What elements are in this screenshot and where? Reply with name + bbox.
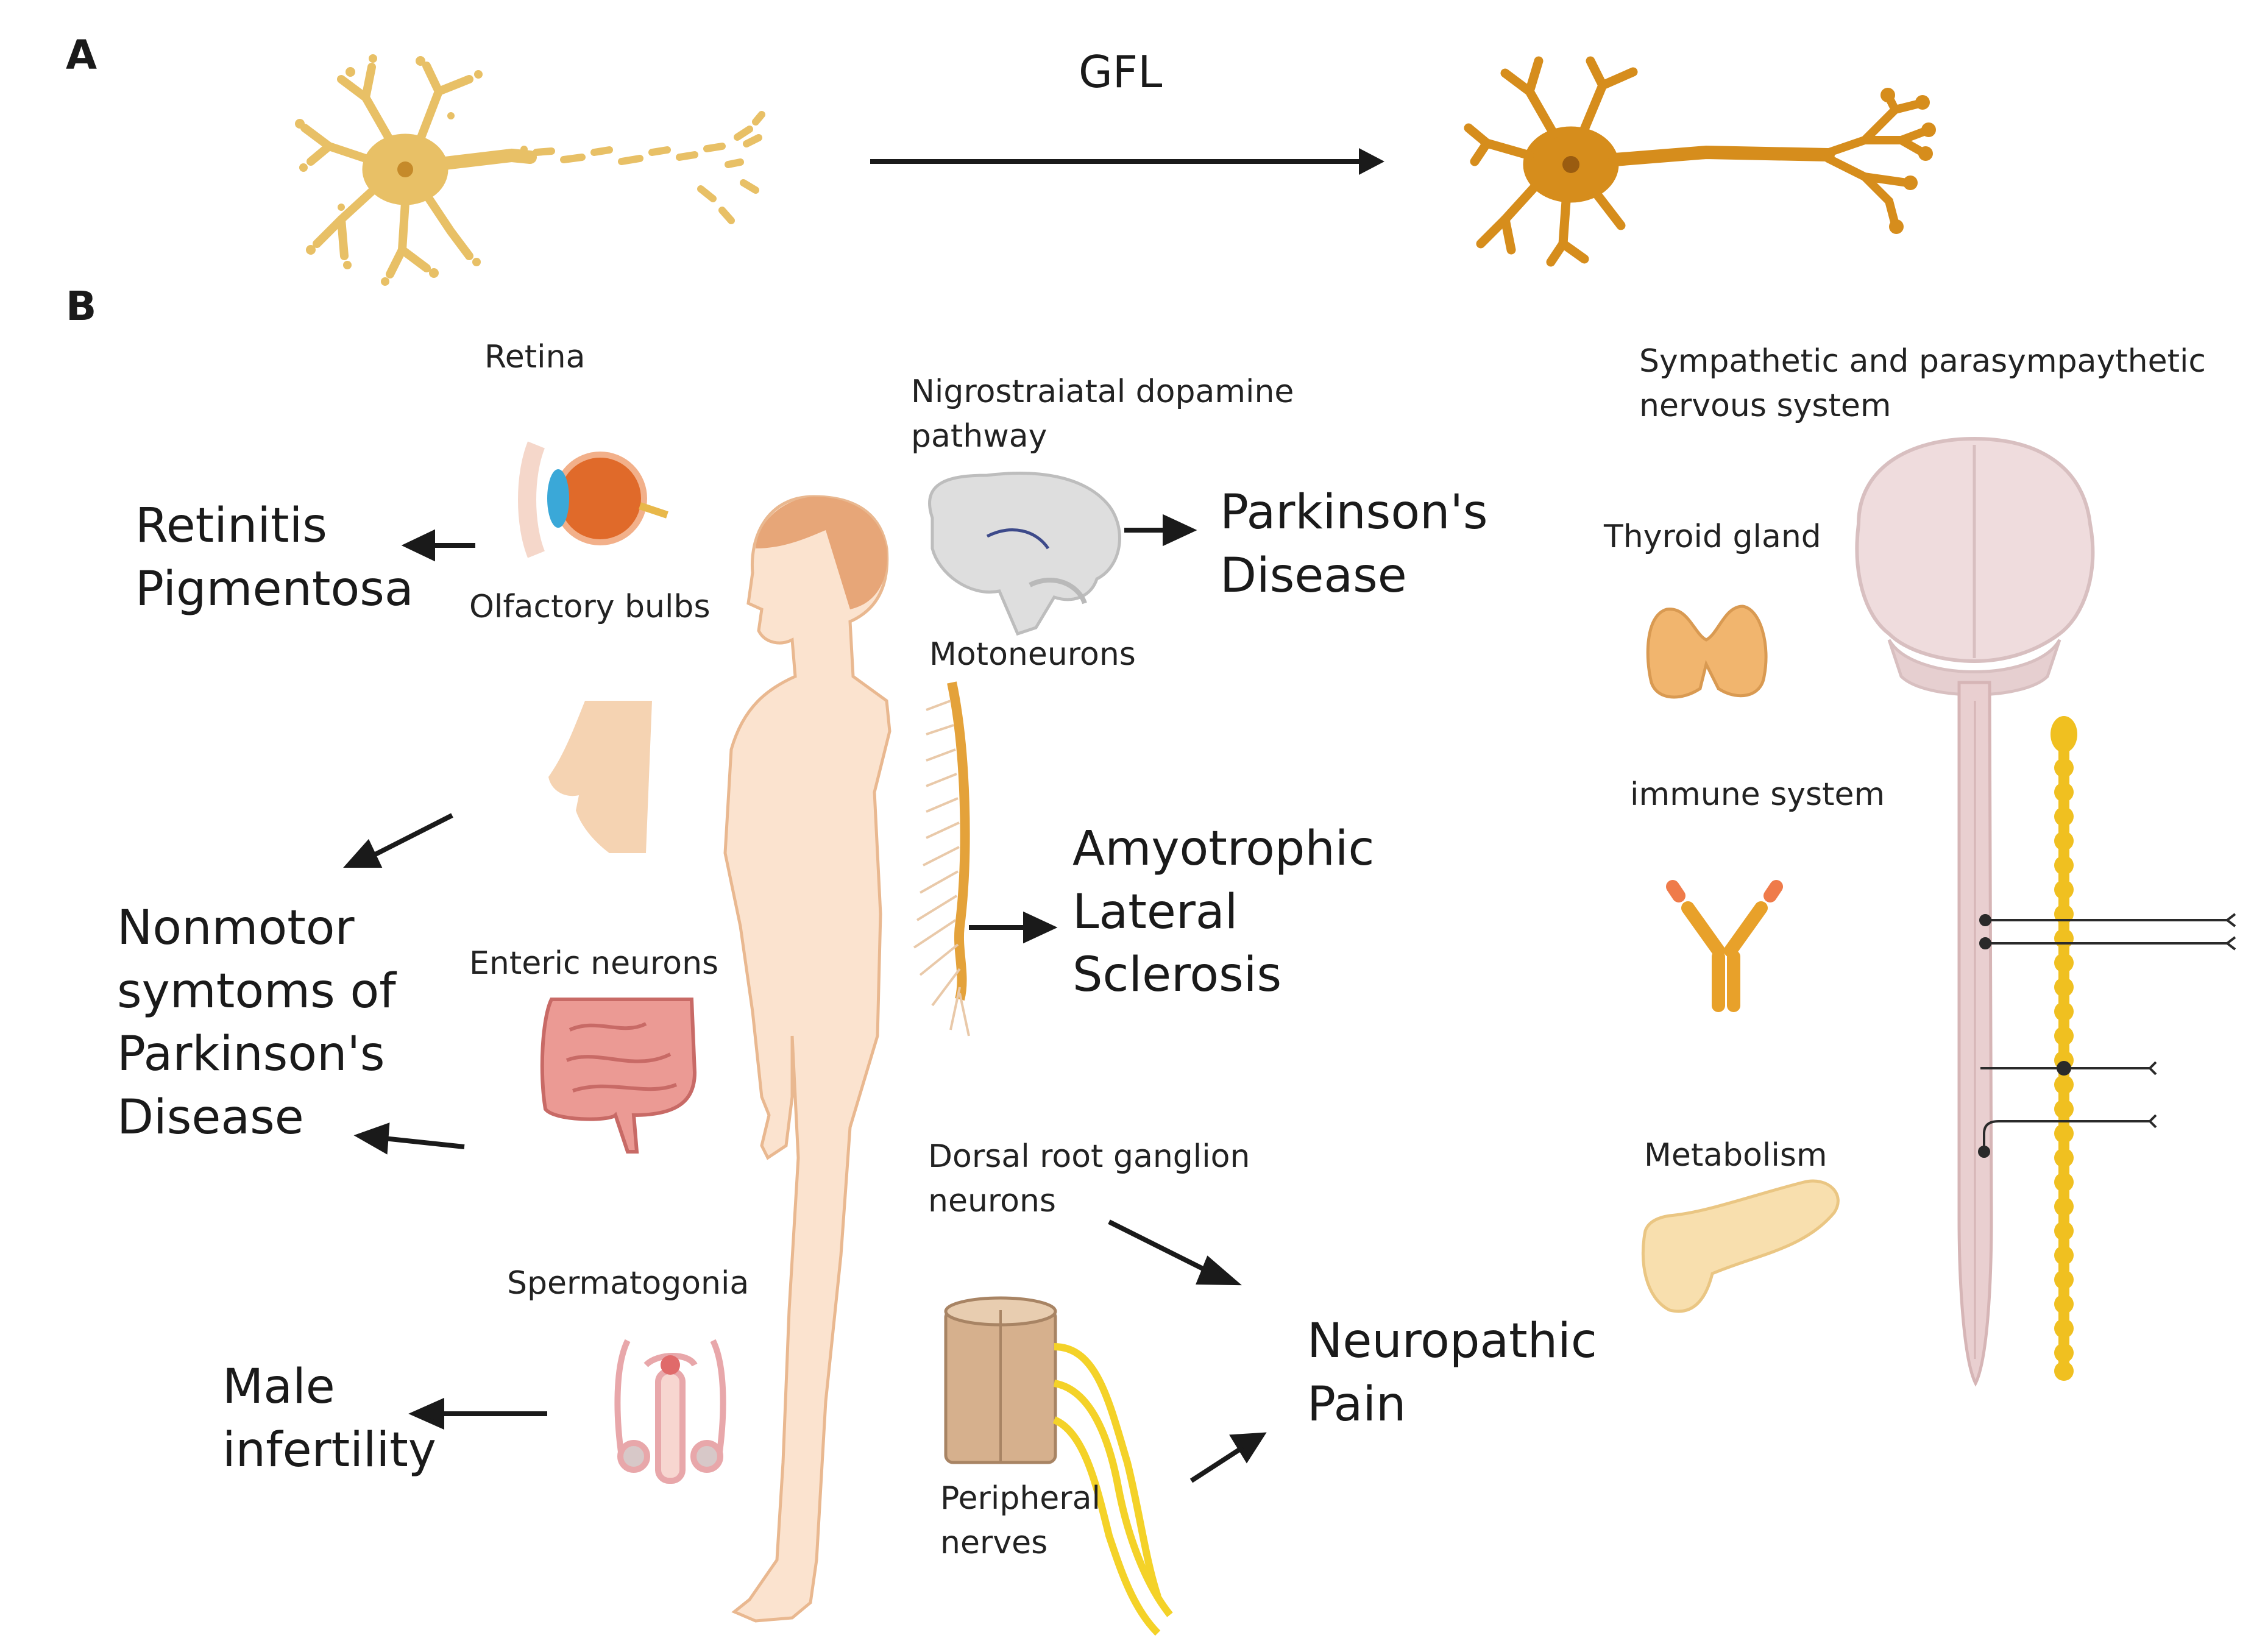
label-peripheral-nerves-line1: Peripheral [940,1480,1101,1517]
reproductive-organ-icon [614,1339,726,1484]
disease-retinitis-line1: Retinitis [135,498,327,553]
label-nigrostriatal-line1: Nigrostraiatal dopamine [911,374,1294,410]
brain-spinal-cord-icon [1855,436,2095,1387]
label-peripheral-nerves-line2: nerves [940,1524,1048,1561]
label-motoneurons: Motoneurons [929,636,1136,673]
disease-retinitis-line2: Pigmentosa [135,561,414,617]
disease-parkinsons: Parkinson's Disease [1220,481,1488,608]
label-drg: Dorsal root ganglion neurons [928,1135,1250,1224]
disease-nonmotor-line3: Parkinson's [117,1027,385,1082]
label-sympathetic: Sympathetic and parasympaythetic nervous… [1639,339,2206,428]
label-metabolism: Metabolism [1644,1137,1827,1174]
disease-retinitis-pigmentosa: Retinitis Pigmentosa [135,495,414,621]
label-olfactory-bulbs: Olfactory bulbs [469,589,711,625]
spinal-cord-icon [913,681,970,1037]
sympathetic-chain-icon [1978,716,2236,1381]
disease-nonmotor-symptoms: Nonmotor symtoms of Parkinson's Disease [117,897,396,1150]
disease-als: Amyotrophic Lateral Sclerosis [1072,818,1374,1007]
disease-als-line2: Lateral [1072,884,1238,940]
healthy-neuron-icon [1464,56,1936,267]
eye-icon [518,441,668,558]
disease-nonmotor-line1: Nonmotor [117,901,355,955]
label-immune: immune system [1630,776,1885,813]
disease-neuropathic-pain: Neuropathic Pain [1307,1310,1597,1436]
disease-parkinsons-line2: Disease [1220,548,1407,603]
brain-section-icon [928,472,1121,636]
disease-neuropathic-line1: Neuropathic [1307,1314,1597,1369]
disease-male-infertility: Male infertility [222,1356,436,1482]
disease-nonmotor-line4: Disease [117,1090,304,1146]
label-enteric-neurons: Enteric neurons [469,945,719,982]
label-thyroid: Thyroid gland [1604,519,1821,555]
nose-icon [548,701,652,853]
label-sympathetic-line2: nervous system [1639,387,1891,424]
disease-nonmotor-line2: symtoms of [117,963,396,1019]
disease-male-infertility-line1: Male [222,1360,335,1414]
antibody-icon [1666,880,1783,1012]
intestine-icon [540,998,697,1154]
label-sympathetic-line1: Sympathetic and parasympaythetic [1639,343,2207,380]
gfl-label: GFL [1079,46,1163,97]
disease-male-infertility-line2: infertility [222,1422,436,1478]
disease-parkinsons-line1: Parkinson's [1220,485,1488,540]
label-drg-line1: Dorsal root ganglion [928,1138,1250,1175]
spinal-segment-icon [944,1296,1173,1636]
human-body-icon [723,495,891,1623]
label-drg-line2: neurons [928,1182,1057,1219]
label-nigrostriatal: Nigrostraiatal dopamine pathway [911,370,1294,459]
label-spermatogonia: Spermatogonia [507,1265,750,1302]
label-retina: Retina [484,339,586,375]
disease-als-line3: Sclerosis [1072,948,1282,1003]
arrows [343,514,1267,1483]
disease-als-line1: Amyotrophic [1072,821,1375,876]
label-peripheral-nerves: Peripheral nerves [940,1477,1101,1565]
pancreas-icon [1641,1179,1840,1313]
thyroid-icon [1646,604,1768,699]
disease-neuropathic-line2: Pain [1307,1377,1406,1432]
degenerating-neuron-icon [295,54,765,286]
panel-label-a: A [66,32,97,79]
panel-label-b: B [66,283,97,330]
label-nigrostriatal-line2: pathway [911,417,1047,455]
